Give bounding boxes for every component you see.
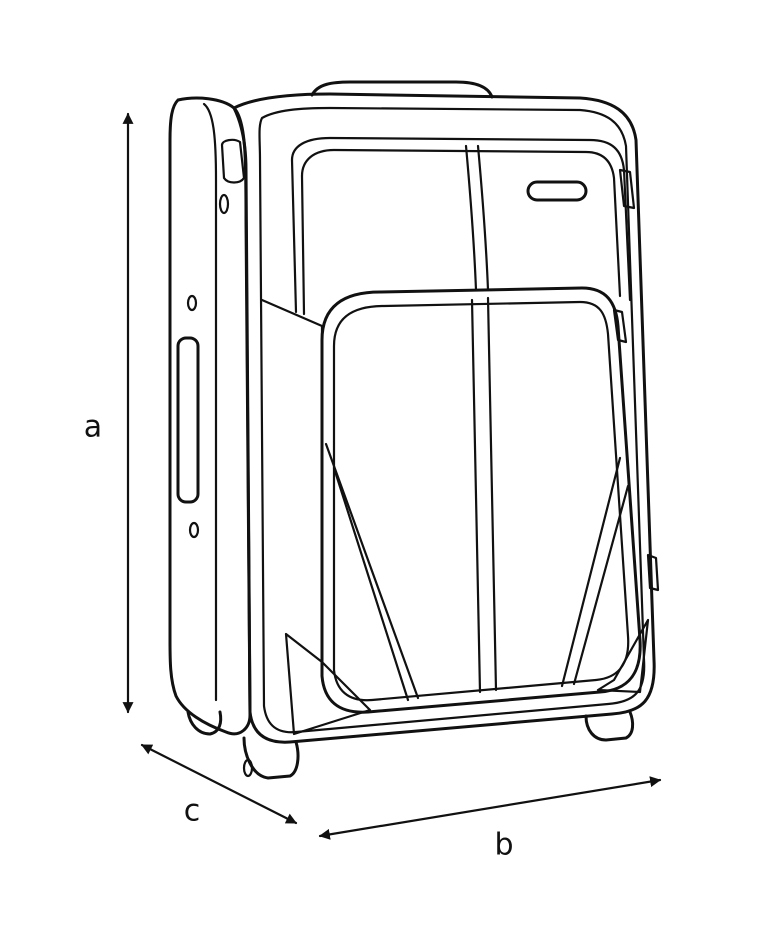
lower-left-gusset — [284, 632, 372, 736]
side-rivet-top — [186, 294, 198, 312]
wheel-right — [584, 710, 635, 742]
pocket-seam — [470, 298, 482, 694]
pocket-strap-right — [560, 456, 622, 688]
upper-compartment-left-inner — [300, 174, 306, 316]
suitcase-drawing — [168, 80, 660, 780]
pocket-strap-left-2 — [324, 442, 420, 700]
side-handle — [176, 336, 200, 504]
side-panel-edge — [202, 102, 218, 702]
side-rivet-bottom — [188, 521, 200, 539]
wheel-side — [186, 710, 223, 736]
upper-badge — [526, 180, 588, 202]
upper-seam — [464, 144, 478, 292]
pocket-strap-left — [332, 466, 410, 702]
pocket-strap-right-2 — [572, 484, 630, 686]
pocket-seam-2 — [486, 296, 498, 692]
side-panel — [168, 96, 252, 736]
side-zipper-ring — [218, 193, 230, 215]
width-label: b — [494, 828, 513, 863]
upper-compartment-inner — [300, 148, 622, 298]
dimension-arrows — [122, 112, 662, 840]
upper-compartment-left — [290, 158, 298, 314]
side-zipper-pull — [220, 138, 246, 184]
side-gusset — [260, 298, 324, 432]
width-arrow — [318, 776, 662, 840]
upper-zipper-pull — [618, 168, 636, 210]
lower-right-gusset — [596, 618, 650, 694]
front-body — [232, 92, 656, 744]
front-pocket-inner — [332, 300, 630, 702]
upper-compartment — [290, 136, 632, 302]
upper-seam-2 — [476, 144, 490, 292]
depth-arrow — [140, 743, 298, 825]
bottom-zipper-pull — [646, 553, 660, 592]
depth-label: c — [184, 794, 201, 829]
height-label: a — [84, 410, 102, 445]
top-handle — [310, 80, 494, 99]
front-pocket — [320, 286, 642, 714]
front-zipper-pull — [612, 308, 628, 344]
